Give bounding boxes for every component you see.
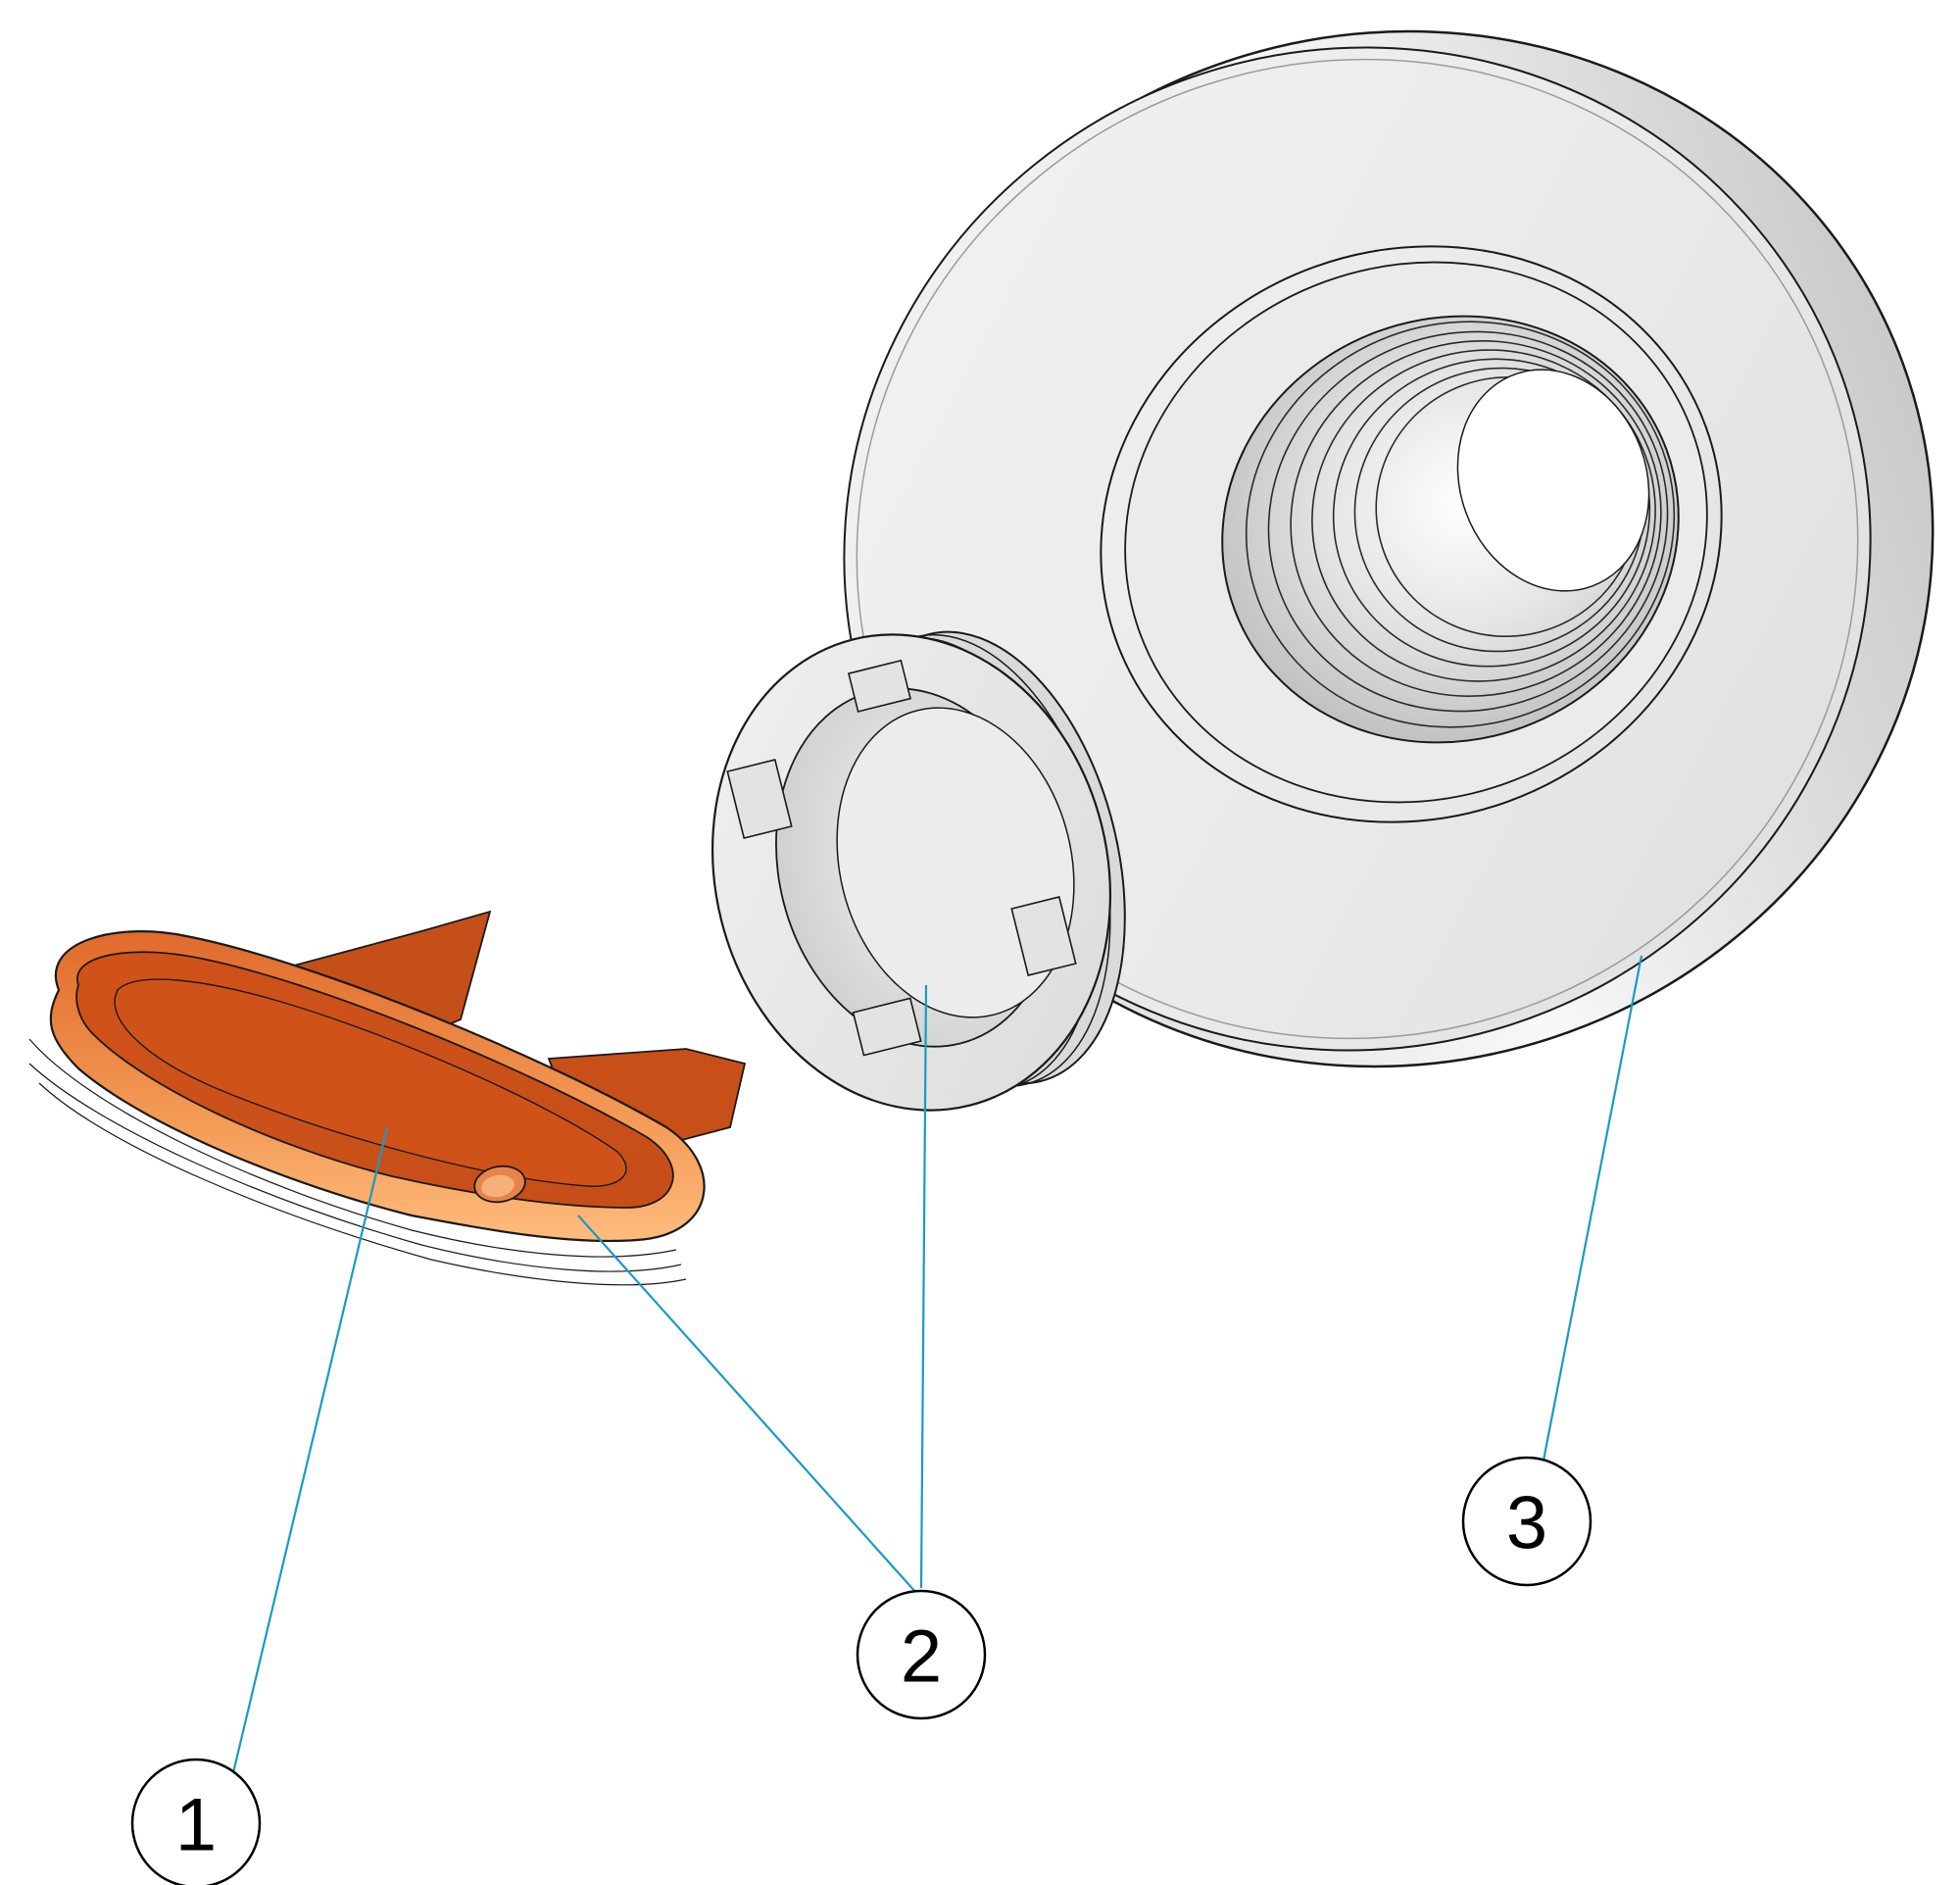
part-1-key (28, 910, 747, 1286)
leader-line-2a (577, 1215, 917, 1594)
callout-circle (1461, 1456, 1592, 1587)
callout-label-3: 3 (1506, 1482, 1547, 1565)
plug-slots (726, 659, 1077, 1057)
callout-3: 3 (1461, 1456, 1592, 1587)
callout-circle (130, 1758, 262, 1885)
callout-label-1: 1 (175, 1784, 217, 1867)
callout-circle (856, 1589, 987, 1720)
callout-label-2: 2 (901, 1615, 942, 1699)
leader-line-2b (919, 984, 928, 1589)
key-rim-lines (28, 1038, 687, 1286)
leader-line-3 (1542, 955, 1643, 1462)
leader-lines (209, 955, 1643, 1868)
leader-line-1 (209, 1126, 389, 1868)
part-2-plug (710, 630, 1126, 1112)
callout-2: 2 (856, 1589, 987, 1720)
callout-1: 1 (130, 1758, 262, 1885)
